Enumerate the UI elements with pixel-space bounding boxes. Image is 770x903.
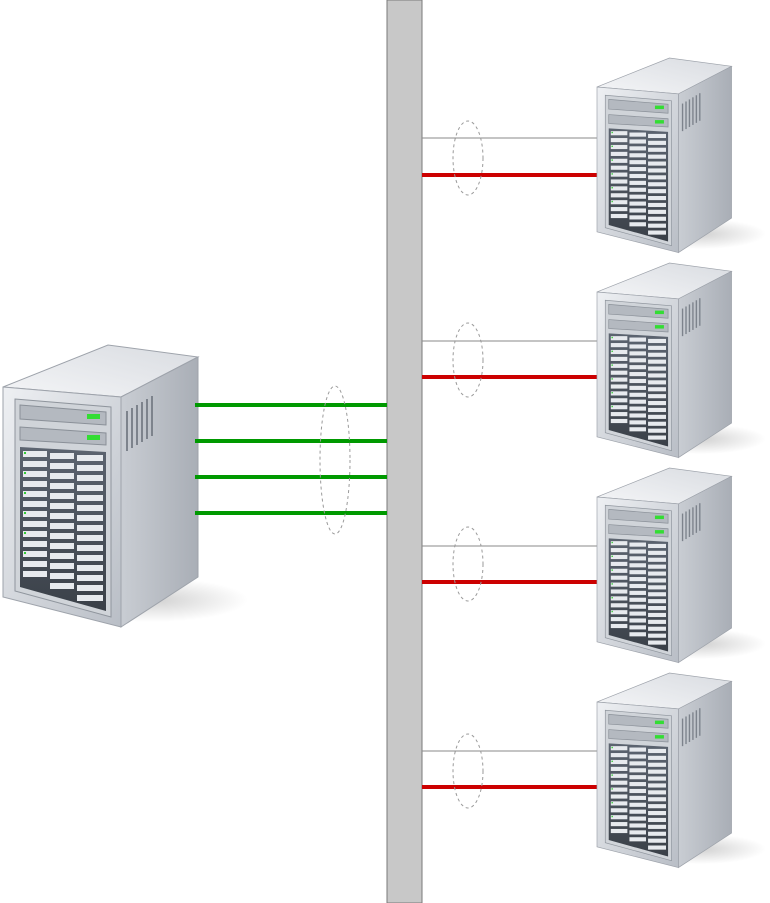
client-server-1 xyxy=(422,57,767,254)
main-server xyxy=(2,344,249,628)
link-group-ellipse xyxy=(452,120,484,196)
client-server-4 xyxy=(422,672,767,869)
client-server-3 xyxy=(422,467,767,664)
bonded-link-group-ellipse xyxy=(319,385,351,535)
server-tower-icon xyxy=(2,344,249,628)
server-tower-icon xyxy=(596,467,767,664)
backbone-switch xyxy=(386,0,423,903)
link-group-ellipse xyxy=(452,322,484,398)
server-tower-icon xyxy=(596,57,767,254)
server-tower-icon xyxy=(596,262,767,459)
client-server-2 xyxy=(422,262,767,459)
bonded-link-group xyxy=(195,403,387,515)
server-tower-icon xyxy=(596,672,767,869)
link-group-ellipse xyxy=(452,526,484,602)
link-group-ellipse xyxy=(452,733,484,809)
